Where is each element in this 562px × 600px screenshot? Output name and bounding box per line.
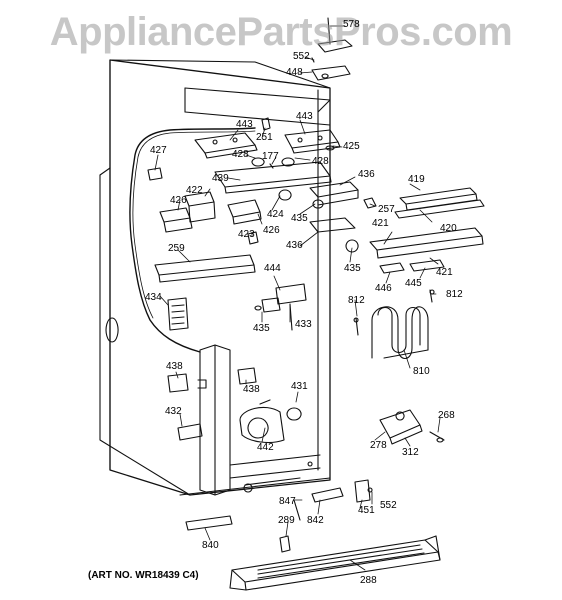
callout-c424: 424 bbox=[267, 209, 284, 220]
callout-c312: 312 bbox=[402, 447, 419, 458]
callout-c438b: 438 bbox=[243, 384, 260, 395]
callout-c259: 259 bbox=[168, 243, 185, 254]
callout-c443a: 443 bbox=[236, 119, 253, 130]
callout-c552b: 552 bbox=[380, 500, 397, 511]
callout-c251: 251 bbox=[256, 132, 273, 143]
callout-c436a: 436 bbox=[358, 169, 375, 180]
callout-c451: 451 bbox=[358, 505, 375, 516]
lower-parts bbox=[167, 367, 302, 444]
callout-c578: 578 bbox=[343, 19, 360, 30]
callout-c428a: 428 bbox=[232, 149, 249, 160]
right-ducts bbox=[309, 187, 485, 336]
defrost-heater bbox=[371, 306, 429, 360]
callout-c420: 420 bbox=[440, 223, 457, 234]
callout-c840: 840 bbox=[202, 540, 219, 551]
callout-c436b: 436 bbox=[286, 240, 303, 251]
callout-c431: 431 bbox=[291, 381, 308, 392]
callout-c842: 842 bbox=[307, 515, 324, 526]
control-housing bbox=[214, 157, 377, 209]
callout-c435c: 435 bbox=[253, 323, 270, 334]
art-number: (ART NO. WR18439 C4) bbox=[88, 570, 199, 581]
callout-c812a: 812 bbox=[348, 295, 365, 306]
callout-c552a: 552 bbox=[293, 51, 310, 62]
callout-c278: 278 bbox=[370, 440, 387, 451]
bottom-parts bbox=[185, 479, 373, 553]
callout-c268: 268 bbox=[438, 410, 455, 421]
callout-c422: 422 bbox=[186, 185, 203, 196]
middle-parts bbox=[154, 254, 307, 331]
callout-c423: 423 bbox=[238, 229, 255, 240]
callout-c810: 810 bbox=[413, 366, 430, 377]
callout-c425: 425 bbox=[343, 141, 360, 152]
callout-c435a: 435 bbox=[291, 213, 308, 224]
callout-c289: 289 bbox=[278, 515, 295, 526]
callout-c444: 444 bbox=[264, 263, 281, 274]
callout-c448: 448 bbox=[286, 67, 303, 78]
callout-c426a: 426 bbox=[170, 195, 187, 206]
leader-lines bbox=[154, 25, 441, 571]
callout-c442: 442 bbox=[257, 442, 274, 453]
callout-c421b: 421 bbox=[436, 267, 453, 278]
callout-c426b: 426 bbox=[263, 225, 280, 236]
callout-c432: 432 bbox=[165, 406, 182, 417]
wire-harness bbox=[129, 127, 256, 353]
sensor-bracket bbox=[379, 409, 445, 445]
callout-c288: 288 bbox=[360, 575, 377, 586]
callout-c428b: 428 bbox=[312, 156, 329, 167]
callout-c443b: 443 bbox=[296, 111, 313, 122]
cabinet-body bbox=[99, 59, 331, 496]
callout-c446: 446 bbox=[375, 283, 392, 294]
callout-c847: 847 bbox=[279, 496, 296, 507]
callout-c445: 445 bbox=[405, 278, 422, 289]
callout-c427: 427 bbox=[150, 145, 167, 156]
callout-c177: 177 bbox=[262, 151, 279, 162]
callout-c434: 434 bbox=[145, 292, 162, 303]
callout-c438a: 438 bbox=[166, 361, 183, 372]
callout-c257: 257 bbox=[378, 204, 395, 215]
air-ducts bbox=[147, 167, 262, 245]
callout-c439: 439 bbox=[212, 173, 229, 184]
watermark: AppliancePartsPros.com bbox=[49, 10, 513, 54]
callout-c421a: 421 bbox=[372, 218, 389, 229]
callout-c812b: 812 bbox=[446, 289, 463, 300]
callout-c433: 433 bbox=[295, 319, 312, 330]
base-grille bbox=[229, 535, 441, 591]
callout-c435b: 435 bbox=[344, 263, 361, 274]
upper-brackets bbox=[194, 117, 341, 159]
callout-c419: 419 bbox=[408, 174, 425, 185]
